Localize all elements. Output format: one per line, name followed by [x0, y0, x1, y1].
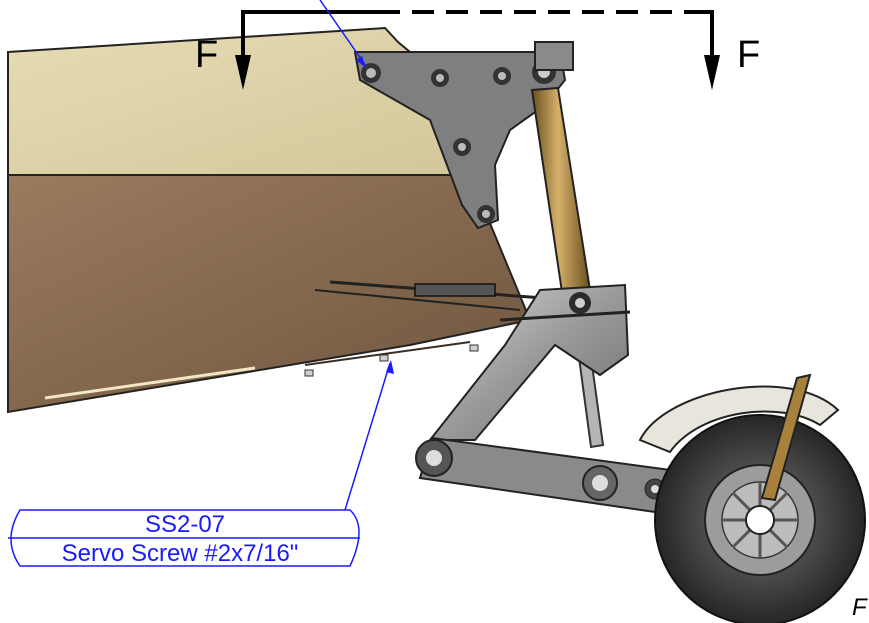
- leader-lines: [319, 0, 394, 511]
- section-letter-right: F: [737, 34, 760, 76]
- bracket-bolt: [453, 138, 471, 156]
- link-bolt: [582, 465, 618, 501]
- part-callout: SS2-07 Servo Screw #2x7/16": [8, 509, 360, 567]
- shock-strut: [530, 41, 605, 449]
- link-bolt: [415, 439, 453, 477]
- callout-part-number: SS2-07: [145, 511, 225, 538]
- section-letter-left: F: [195, 34, 218, 76]
- gear-leg-housing: [427, 283, 631, 441]
- section-cut-line: F F: [195, 10, 760, 90]
- main-wheel: [638, 373, 866, 623]
- fuselage-panel: [7, 26, 532, 414]
- section-arrow-left: [235, 55, 251, 90]
- pushrod: [314, 280, 571, 311]
- callout-description: Servo Screw #2x7/16": [62, 540, 299, 567]
- pivot-bolt: [569, 292, 591, 314]
- bracket-bolt: [493, 67, 511, 85]
- corner-label: F: [852, 594, 868, 621]
- bracket-bolt: [431, 69, 449, 87]
- bracket-bolt: [477, 205, 495, 223]
- section-arrow-right: [704, 55, 720, 90]
- wheel-fairing: [638, 385, 840, 454]
